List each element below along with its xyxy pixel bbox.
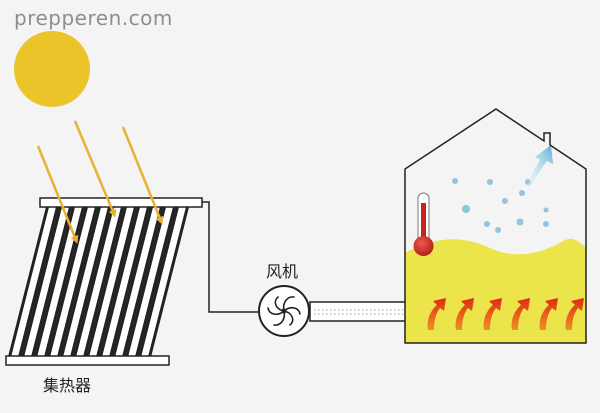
collector-label: 集热器 bbox=[43, 376, 92, 395]
heat-arrow-icon bbox=[539, 298, 558, 330]
thermometer-icon bbox=[413, 192, 434, 256]
fan-icon bbox=[258, 285, 310, 337]
sun-ray bbox=[73, 120, 117, 218]
sun-ray bbox=[36, 145, 79, 244]
house-outline bbox=[404, 108, 587, 344]
fan-label: 风机 bbox=[266, 262, 299, 281]
steam-icon bbox=[526, 145, 553, 190]
duct-fan-to-house bbox=[309, 301, 408, 322]
watermark: prepperen.com bbox=[14, 6, 173, 30]
heat-arrow-icon bbox=[483, 298, 502, 330]
sun-rays bbox=[36, 120, 164, 244]
heat-arrow-icon bbox=[427, 298, 446, 330]
heat-arrow-icon bbox=[455, 298, 474, 330]
heat-arrow-icon bbox=[565, 298, 584, 330]
heat-arrows bbox=[427, 298, 584, 330]
warm-air-zone bbox=[405, 239, 586, 343]
collector-bottom-base bbox=[5, 355, 170, 366]
collector-top-header bbox=[39, 197, 203, 208]
heat-arrow-icon bbox=[511, 298, 530, 330]
sun-icon bbox=[14, 31, 90, 107]
pipe-collector-to-fan bbox=[202, 201, 258, 313]
steam-dots bbox=[452, 178, 549, 233]
sun-ray bbox=[121, 126, 164, 225]
collector-tubes bbox=[7, 203, 190, 361]
